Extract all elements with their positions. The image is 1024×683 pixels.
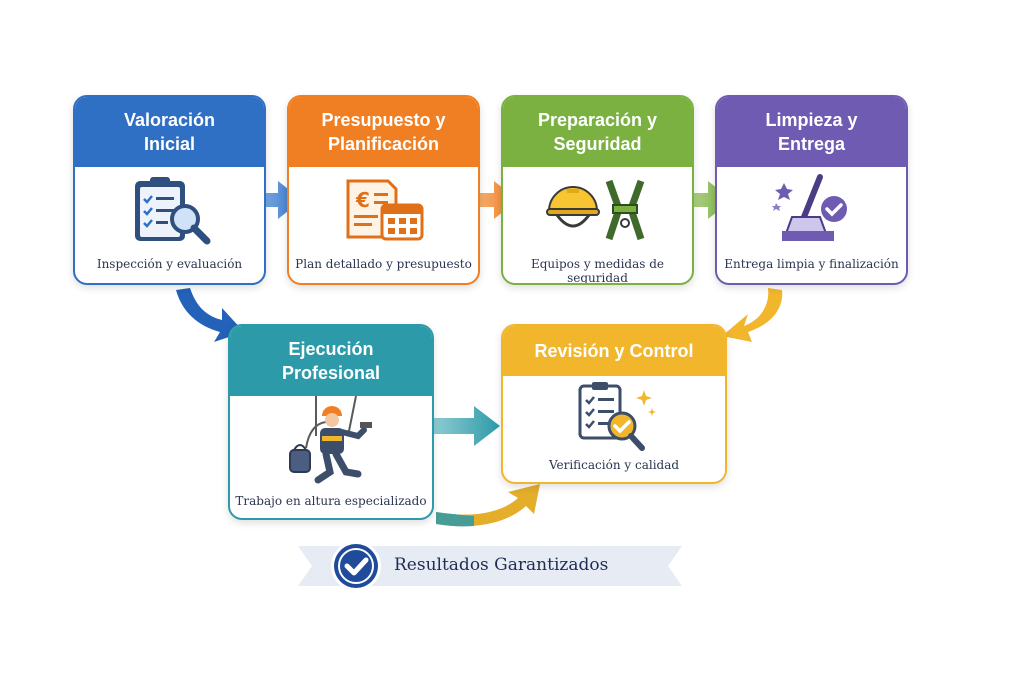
step-description: Equipos y medidas de seguridad bbox=[530, 257, 665, 285]
step-header: Limpieza y Entrega bbox=[717, 97, 906, 167]
step-title: Limpieza y bbox=[765, 110, 858, 130]
step-header: Ejecución Profesional bbox=[230, 326, 432, 396]
step-title: Profesional bbox=[281, 363, 381, 383]
step-title: Valoración bbox=[123, 110, 216, 130]
step-title: Entrega bbox=[777, 134, 846, 154]
step-title: Revisión y Control bbox=[534, 341, 694, 361]
helmet-harness-icon bbox=[503, 175, 692, 245]
step-description: Plan detallado y presupuesto bbox=[295, 257, 472, 271]
step-card-valoracion: Valoración Inicial Inspección y evaluaci… bbox=[73, 95, 266, 285]
step-title: Inicial bbox=[143, 134, 196, 154]
step-description: Verificación y calidad bbox=[548, 458, 680, 472]
arrow-limpieza-to-revision bbox=[722, 288, 783, 342]
clipboard-magnifier-icon bbox=[75, 175, 264, 245]
broom-check-icon bbox=[717, 173, 906, 245]
euro-symbol: € bbox=[355, 188, 370, 212]
step-header: Preparación y Seguridad bbox=[503, 97, 692, 167]
arrow-valoracion-to-ejecucion bbox=[176, 288, 244, 342]
step-card-revision: Revisión y Control Verificación y calida… bbox=[501, 324, 727, 484]
checklist-verify-icon bbox=[503, 380, 725, 452]
step-card-presupuesto: Presupuesto y Planificación € Plan detal… bbox=[287, 95, 480, 285]
euro-document-calendar-icon: € bbox=[289, 175, 478, 245]
step-description: Entrega limpia y finalización bbox=[724, 257, 899, 271]
banner-text: Resultados Garantizados bbox=[394, 555, 609, 575]
step-title: Seguridad bbox=[553, 134, 642, 154]
step-card-ejecucion: Ejecución Profesional Trabajo en altura … bbox=[228, 324, 434, 520]
step-title: Preparación y bbox=[537, 110, 658, 130]
step-header: Presupuesto y Planificación bbox=[289, 97, 478, 167]
step-description: Inspección y evaluación bbox=[96, 257, 243, 271]
results-banner: Resultados Garantizados bbox=[298, 541, 682, 591]
step-header: Valoración Inicial bbox=[75, 97, 264, 167]
check-circle-icon bbox=[331, 541, 381, 591]
step-header: Revisión y Control bbox=[503, 326, 725, 376]
step-card-limpieza: Limpieza y Entrega Entrega limpia y fina… bbox=[715, 95, 908, 285]
step-description: Trabajo en altura especializado bbox=[235, 494, 427, 508]
step-title: Presupuesto y bbox=[321, 110, 446, 130]
rope-access-worker-icon bbox=[230, 396, 432, 488]
arrow-ejecucion-to-revision bbox=[424, 406, 500, 446]
step-title: Planificación bbox=[327, 134, 440, 154]
step-title: Ejecución bbox=[288, 339, 374, 359]
step-card-preparacion: Preparación y Seguridad Equipos y medida… bbox=[501, 95, 694, 285]
